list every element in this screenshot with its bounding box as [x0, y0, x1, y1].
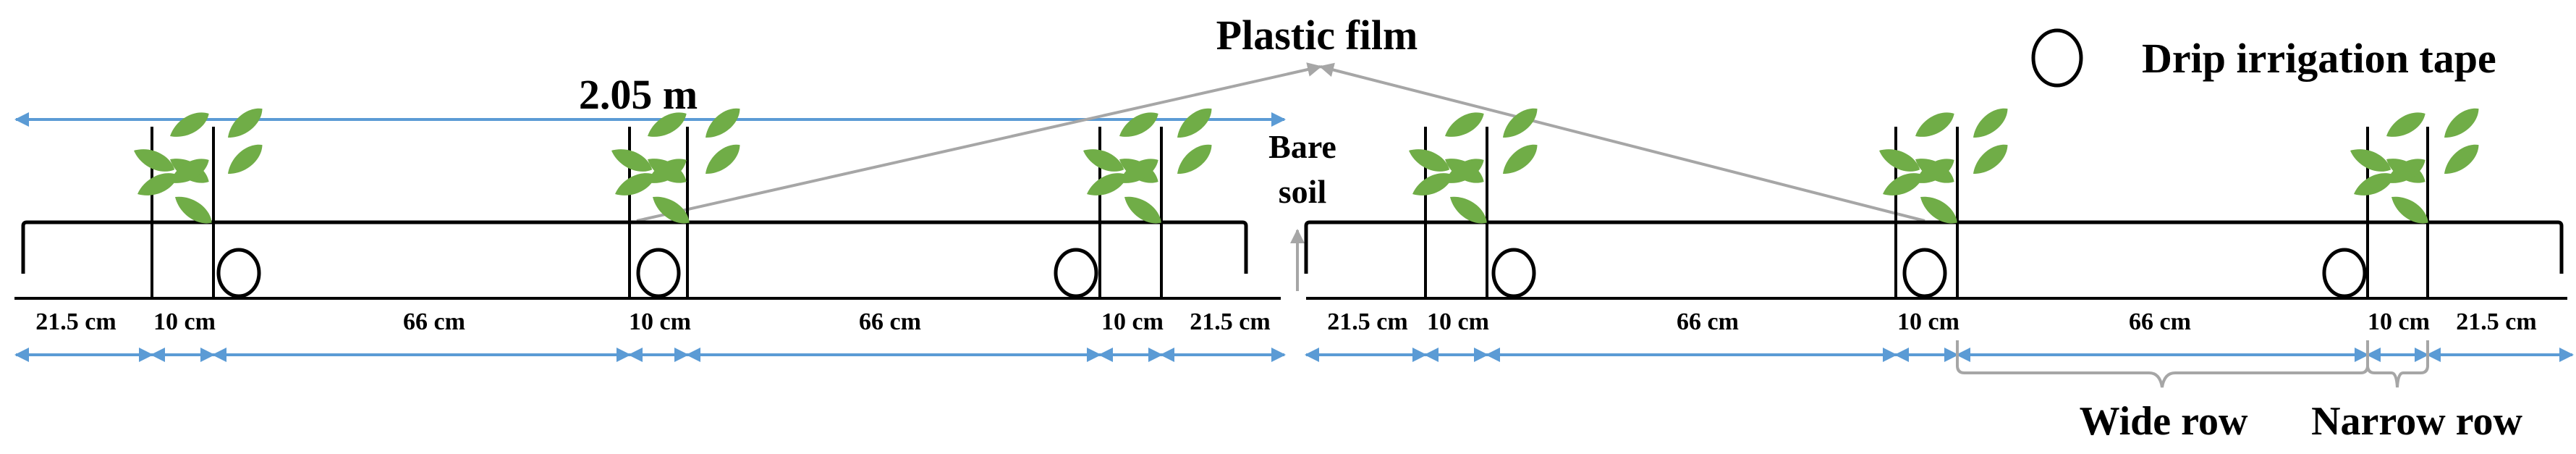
drip-tape-icon — [1491, 248, 1536, 298]
drip-tape-icon — [636, 248, 681, 298]
dim-label: 21.5 cm — [2456, 308, 2536, 335]
plants — [130, 102, 2484, 230]
dim-label: 10 cm — [153, 308, 216, 335]
dim-label: 66 cm — [2129, 308, 2191, 335]
wide-row-brace — [1956, 340, 2369, 388]
drip-tapes — [216, 248, 2367, 298]
dim-label: 21.5 cm — [1327, 308, 1407, 335]
wide-row-label: Wide row — [2080, 399, 2248, 444]
drip-tape-icon — [1902, 248, 1947, 298]
dim-label: 21.5 cm — [1190, 308, 1270, 335]
dim-label: 21.5 cm — [35, 308, 116, 335]
drip-tape-icon — [216, 248, 261, 298]
total-width-label: 2.05 m — [579, 71, 698, 118]
dimension-labels-right: 21.5 cm 10 cm 66 cm 10 cm 66 cm 10 cm 21… — [1327, 308, 2536, 335]
drip-tape-legend-label: Drip irrigation tape — [2142, 35, 2496, 82]
dim-label: 10 cm — [1427, 308, 1489, 335]
film-pointer-left — [636, 62, 1322, 222]
dim-label: 66 cm — [1677, 308, 1739, 335]
mulch-bed-right — [1304, 220, 2564, 274]
dim-label: 10 cm — [2368, 308, 2430, 335]
drip-tape-icon — [1054, 248, 1098, 298]
dim-label: 66 cm — [403, 308, 465, 335]
mulch-bed-left — [21, 220, 1248, 274]
drip-tape-icon — [2322, 248, 2367, 298]
dim-label: 10 cm — [1101, 308, 1164, 335]
narrow-row-label: Narrow row — [2311, 399, 2522, 444]
dimension-labels-left: 21.5 cm 10 cm 66 cm 10 cm 66 cm 10 cm 21… — [35, 308, 1270, 335]
film-pointer-right — [1319, 62, 1925, 222]
plastic-film-label: Plastic film — [1216, 12, 1418, 59]
dim-label: 10 cm — [629, 308, 691, 335]
drip-tape-legend-icon — [2031, 28, 2083, 88]
dim-label: 10 cm — [1897, 308, 1959, 335]
bare-soil-label-1: Bare — [1268, 128, 1336, 165]
bare-soil-label-2: soil — [1279, 173, 1326, 210]
dim-label: 66 cm — [859, 308, 921, 335]
narrow-row-brace — [2366, 340, 2429, 388]
